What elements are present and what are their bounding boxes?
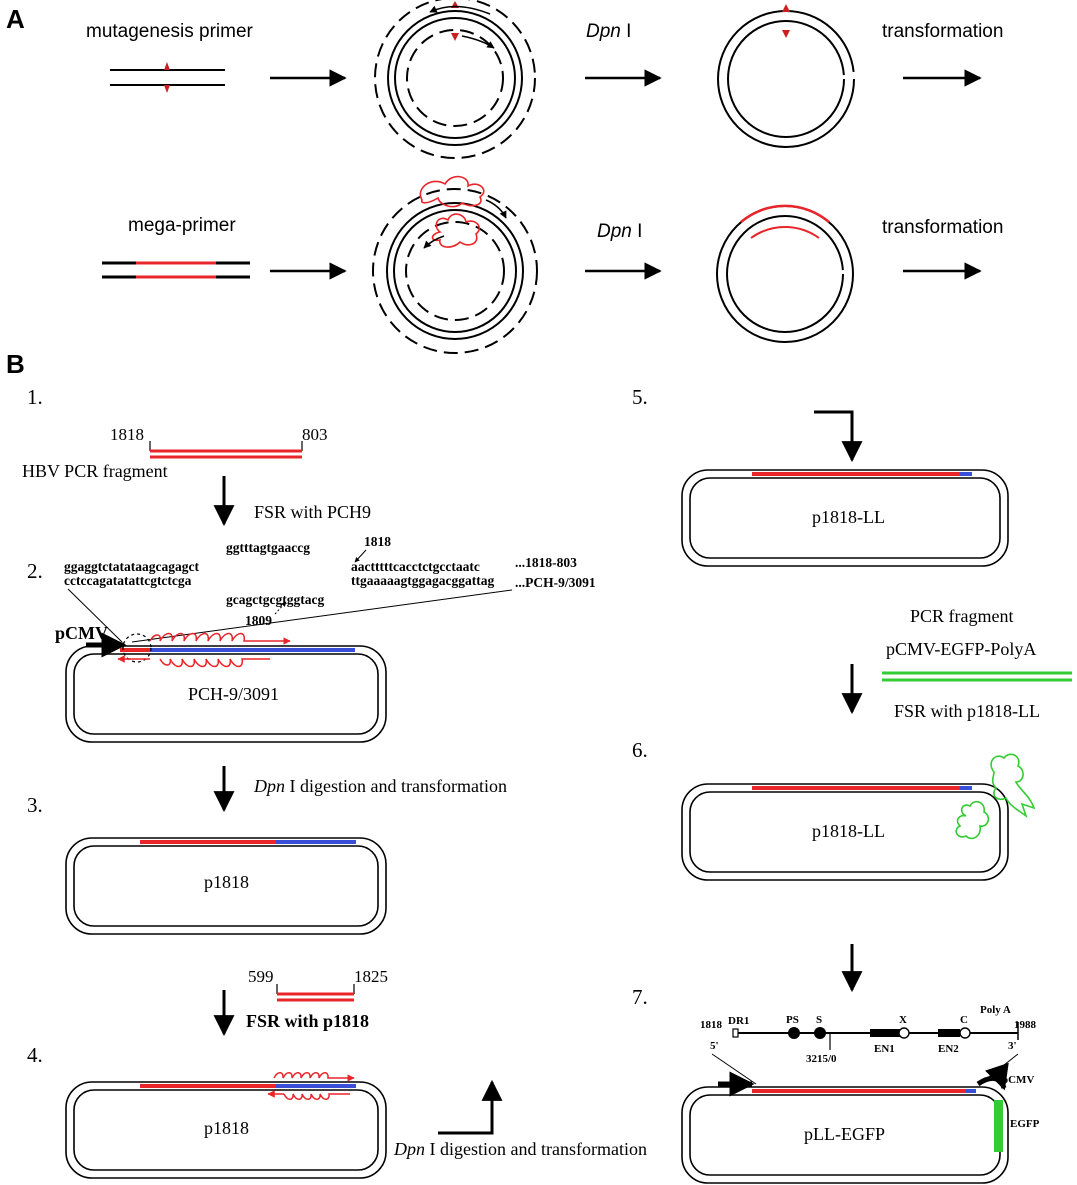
pcmv-label-step2: pCMV [55, 623, 108, 643]
step-2-number: 2. [27, 559, 43, 583]
p1818-plasmid-label-step4: p1818 [204, 1118, 249, 1138]
mega-primer-glyph [102, 261, 250, 279]
frag-coord-1825: 1825 [354, 967, 388, 986]
map-en2: EN2 [938, 1043, 959, 1055]
seq-bottom-left: cctccagatatattcgtctcga [64, 573, 192, 588]
pcr-fragment-line2: pCMV-EGFP-PolyA [886, 639, 1036, 659]
panel-a-label: A [6, 4, 25, 34]
p1818-ll-plasmid-step6 [681, 753, 1036, 881]
pll-egfp-plasmid [681, 1062, 1009, 1184]
coord-1809: 1809 [245, 613, 272, 628]
step-7-number: 7. [632, 985, 648, 1009]
coord-1818-pointer [354, 549, 367, 563]
map-dr1: DR1 [728, 1015, 749, 1027]
label-pch9-3091-seq: ...PCH-9/3091 [515, 575, 596, 590]
pch9-plasmid-label: PCH-9/3091 [188, 684, 279, 704]
mutagenesis-primer-glyph [110, 62, 225, 93]
pcr-fragment-line1: PCR fragment [910, 606, 1014, 626]
map-ps: PS [786, 1014, 799, 1026]
step-4-number: 4. [27, 1043, 43, 1067]
row2-enzyme-label: Dpn I [597, 221, 642, 242]
step-3-number: 3. [27, 793, 43, 817]
seq-loop-top: ggtttagtgaaccg [226, 540, 310, 555]
seq-bottom-right: ttgaaaaagtggagacggattag [351, 573, 494, 588]
step-5-arrow [814, 410, 863, 463]
hbv-pcr-fragment-label: HBV PCR fragment [22, 461, 168, 481]
fsr-with-p1818-ll-label: FSR with p1818-LL [894, 701, 1040, 721]
egfp-label: EGFP [1010, 1118, 1040, 1130]
map-x: X [899, 1014, 907, 1026]
step-1-number: 1. [27, 385, 43, 409]
row1-pcr-circle [374, 0, 536, 159]
row1-transformation-label: transformation [882, 21, 1003, 42]
pch9-plasmid [65, 632, 387, 743]
coord-1809-pointer [274, 601, 287, 615]
hbv-pcr-fragment [149, 441, 303, 459]
row1-nicked-plasmid [717, 4, 855, 148]
step-1-left-coord: 1818 [110, 425, 144, 444]
hbv-genome-map [732, 1022, 1019, 1050]
step-6-number: 6. [632, 738, 648, 762]
zoom-line-right [131, 589, 513, 643]
seq-top-right: aactttttcacctctgcctaatc [351, 559, 480, 574]
p1818-plasmid-label-step3: p1818 [204, 872, 249, 892]
map-c: C [960, 1014, 968, 1026]
seq-loop-bottom: gcagctgcgtggtacg [226, 592, 324, 607]
row2-nicked-plasmid [716, 204, 854, 343]
p1818-ll-plasmid-label-step5: p1818-LL [812, 507, 885, 527]
mega-primer-label: mega-primer [128, 215, 236, 236]
seq-top-left: ggaggtctatataagcagagct [64, 559, 199, 574]
step-1-right-coord: 803 [302, 425, 328, 444]
map-three-prime: 3' [1008, 1040, 1017, 1052]
p1818-plasmid-step3 [65, 837, 387, 935]
digest-2-label: Dpn I digestion and transformation [393, 1139, 647, 1159]
map-zoom-line-left [711, 1053, 757, 1085]
row2-pcr-circle [372, 175, 538, 354]
fsr-with-pch9-label: FSR with PCH9 [254, 502, 371, 522]
egfp-pcr-fragment [882, 671, 1072, 682]
fsr-with-p1818-label: FSR with p1818 [246, 1011, 369, 1031]
pcmv-label-step7: pCMV [1002, 1074, 1034, 1086]
step-5-number: 5. [632, 385, 648, 409]
p1818-ll-plasmid-step5 [681, 469, 1009, 567]
map-s: S [816, 1014, 822, 1026]
p1818-ll-plasmid-label-step6: p1818-LL [812, 821, 885, 841]
row2-transformation-label: transformation [882, 217, 1003, 238]
label-1818-803: ...1818-803 [515, 555, 577, 570]
step-4-return-arrow [438, 1079, 503, 1135]
map-polya: Poly A [980, 1004, 1011, 1016]
map-coord-1988: 1988 [1014, 1019, 1037, 1031]
map-five-prime: 5' [710, 1040, 719, 1052]
pll-egfp-plasmid-label: pLL-EGFP [804, 1124, 885, 1144]
p1818-plasmid-step4 [65, 1072, 387, 1179]
mutagenesis-primer-label: mutagenesis primer [86, 21, 254, 42]
row1-enzyme-label: Dpn I [586, 21, 631, 42]
panel-b-label: B [6, 349, 25, 379]
digest-1-label: Dpn I digestion and transformation [253, 776, 507, 796]
map-coord-3215-0: 3215/0 [806, 1053, 837, 1065]
coord-1818: 1818 [364, 534, 391, 549]
map-coord-1818: 1818 [700, 1019, 723, 1031]
frag-coord-599: 599 [248, 967, 274, 986]
fragment-599-1825 [276, 984, 355, 1002]
map-en1: EN1 [874, 1043, 895, 1055]
